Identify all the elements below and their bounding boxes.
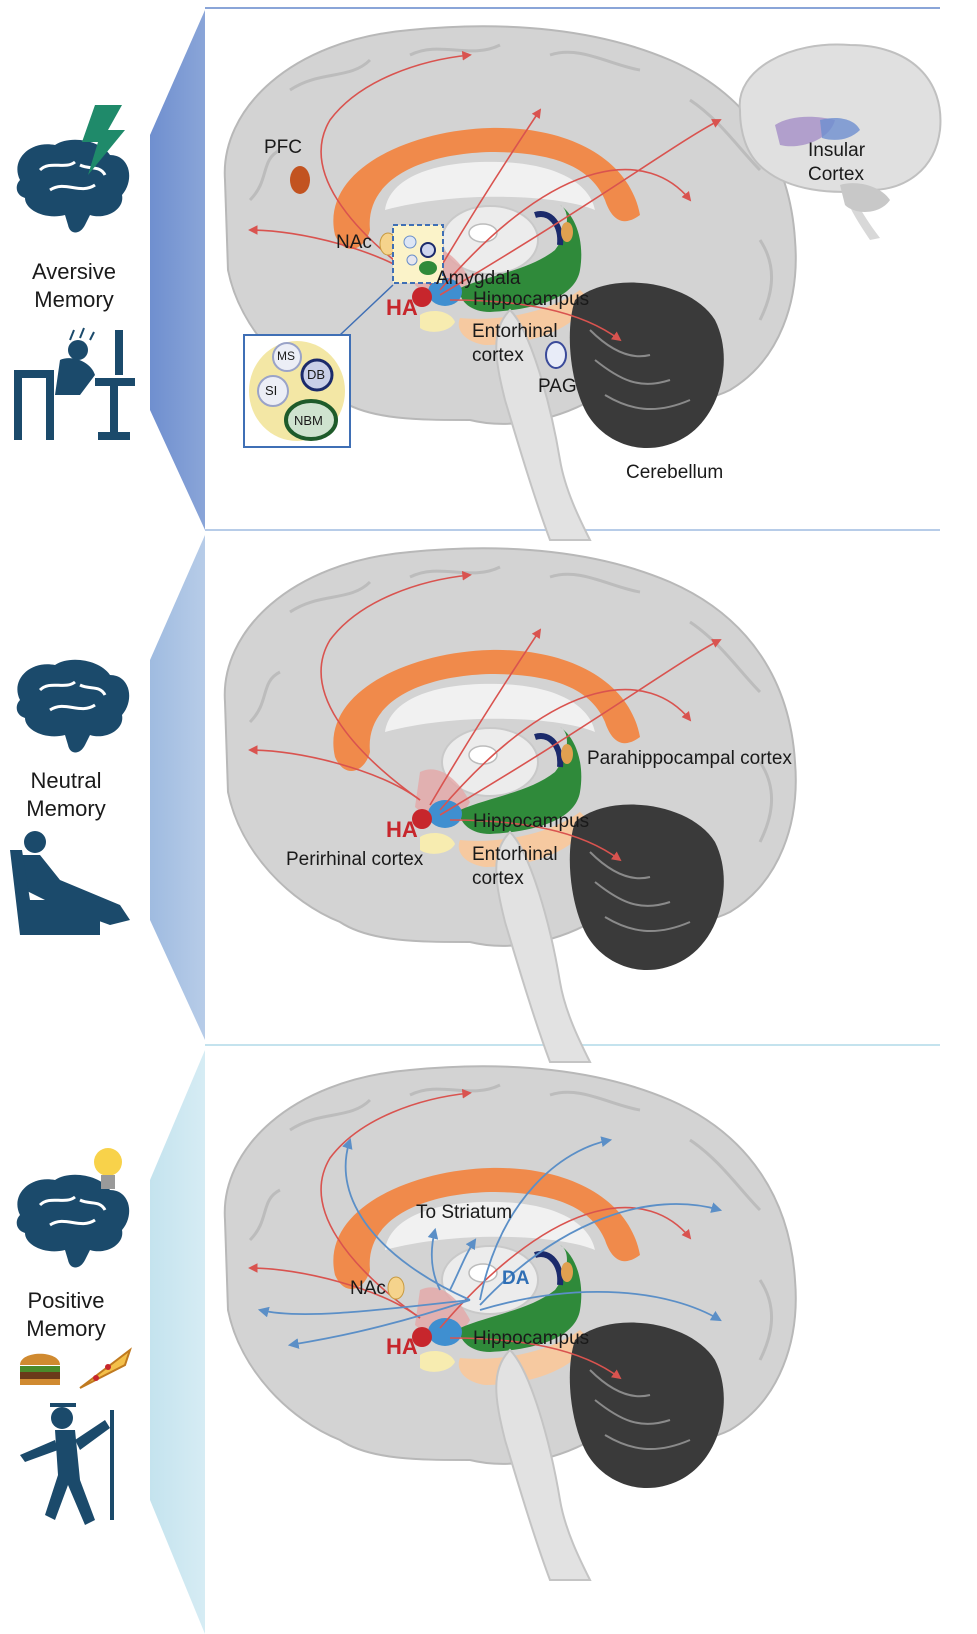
label-amygdala: Amygdala	[436, 268, 521, 290]
label-pag: PAG	[538, 376, 577, 398]
label-entorhinal: Entorhinal cortex	[472, 320, 558, 368]
label-ha-neutral: HA	[386, 817, 418, 843]
dancing-person-icon	[20, 1403, 114, 1525]
brain-diagram-positive	[225, 1066, 796, 1580]
label-da: DA	[502, 1268, 529, 1290]
side-label-positive-line2: Memory	[6, 1315, 126, 1343]
label-entorhinal-neutral-line1: Entorhinal	[472, 843, 558, 867]
label-insular-line2: Cortex	[808, 163, 865, 187]
label-entorhinal-line2: cortex	[472, 344, 558, 368]
inset-label-nbm: NBM	[294, 413, 323, 429]
relaxed-person-icon	[10, 831, 130, 935]
burger-icon	[20, 1354, 60, 1385]
label-insular-line1: Insular	[808, 139, 865, 163]
label-pfc: PFC	[264, 137, 302, 159]
stressed-person-icon	[14, 328, 135, 440]
label-entorhinal-neutral: Entorhinal cortex	[472, 843, 558, 891]
label-entorhinal-neutral-line2: cortex	[472, 867, 558, 891]
nac-node-positive	[388, 1277, 404, 1299]
brain-icon-aversive	[17, 140, 129, 233]
inset-label-db: DB	[307, 367, 325, 383]
inset-label-ms: MS	[277, 349, 295, 363]
side-label-neutral-line1: Neutral	[6, 767, 126, 795]
label-perirhinal-cortex: Perirhinal cortex	[286, 849, 423, 871]
label-parahippocampal-cortex: Parahippocampal cortex	[587, 748, 792, 770]
side-label-neutral-line2: Memory	[6, 795, 126, 823]
brain-icon-neutral	[17, 660, 129, 753]
label-entorhinal-line1: Entorhinal	[472, 320, 558, 344]
pizza-icon	[80, 1350, 130, 1388]
brain-diagram-neutral	[225, 548, 796, 1062]
label-hippocampus-neutral: Hippocampus	[473, 811, 589, 833]
panel-neutral	[10, 535, 940, 1062]
label-to-striatum: To Striatum	[416, 1202, 512, 1224]
label-ha-positive: HA	[386, 1334, 418, 1360]
side-label-aversive-line1: Aversive	[14, 258, 134, 286]
label-ha: HA	[386, 295, 418, 321]
label-nac: NAc	[336, 232, 372, 254]
side-label-positive: Positive Memory	[6, 1287, 126, 1343]
label-insular-cortex: Insular Cortex	[808, 139, 865, 187]
panel-1-wedge	[150, 10, 205, 530]
label-hippocampus: Hippocampus	[473, 289, 589, 311]
label-hippocampus-positive: Hippocampus	[473, 1328, 589, 1350]
side-label-aversive-line2: Memory	[14, 286, 134, 314]
side-label-neutral: Neutral Memory	[6, 767, 126, 823]
pfc-node	[290, 166, 310, 194]
panel-2-wedge	[150, 535, 205, 1040]
label-cerebellum: Cerebellum	[626, 462, 723, 484]
side-label-positive-line1: Positive	[6, 1287, 126, 1315]
side-label-aversive: Aversive Memory	[14, 258, 134, 314]
panel-3-wedge	[150, 1050, 205, 1634]
inset-label-si: SI	[265, 383, 277, 399]
label-nac-positive: NAc	[350, 1278, 386, 1300]
